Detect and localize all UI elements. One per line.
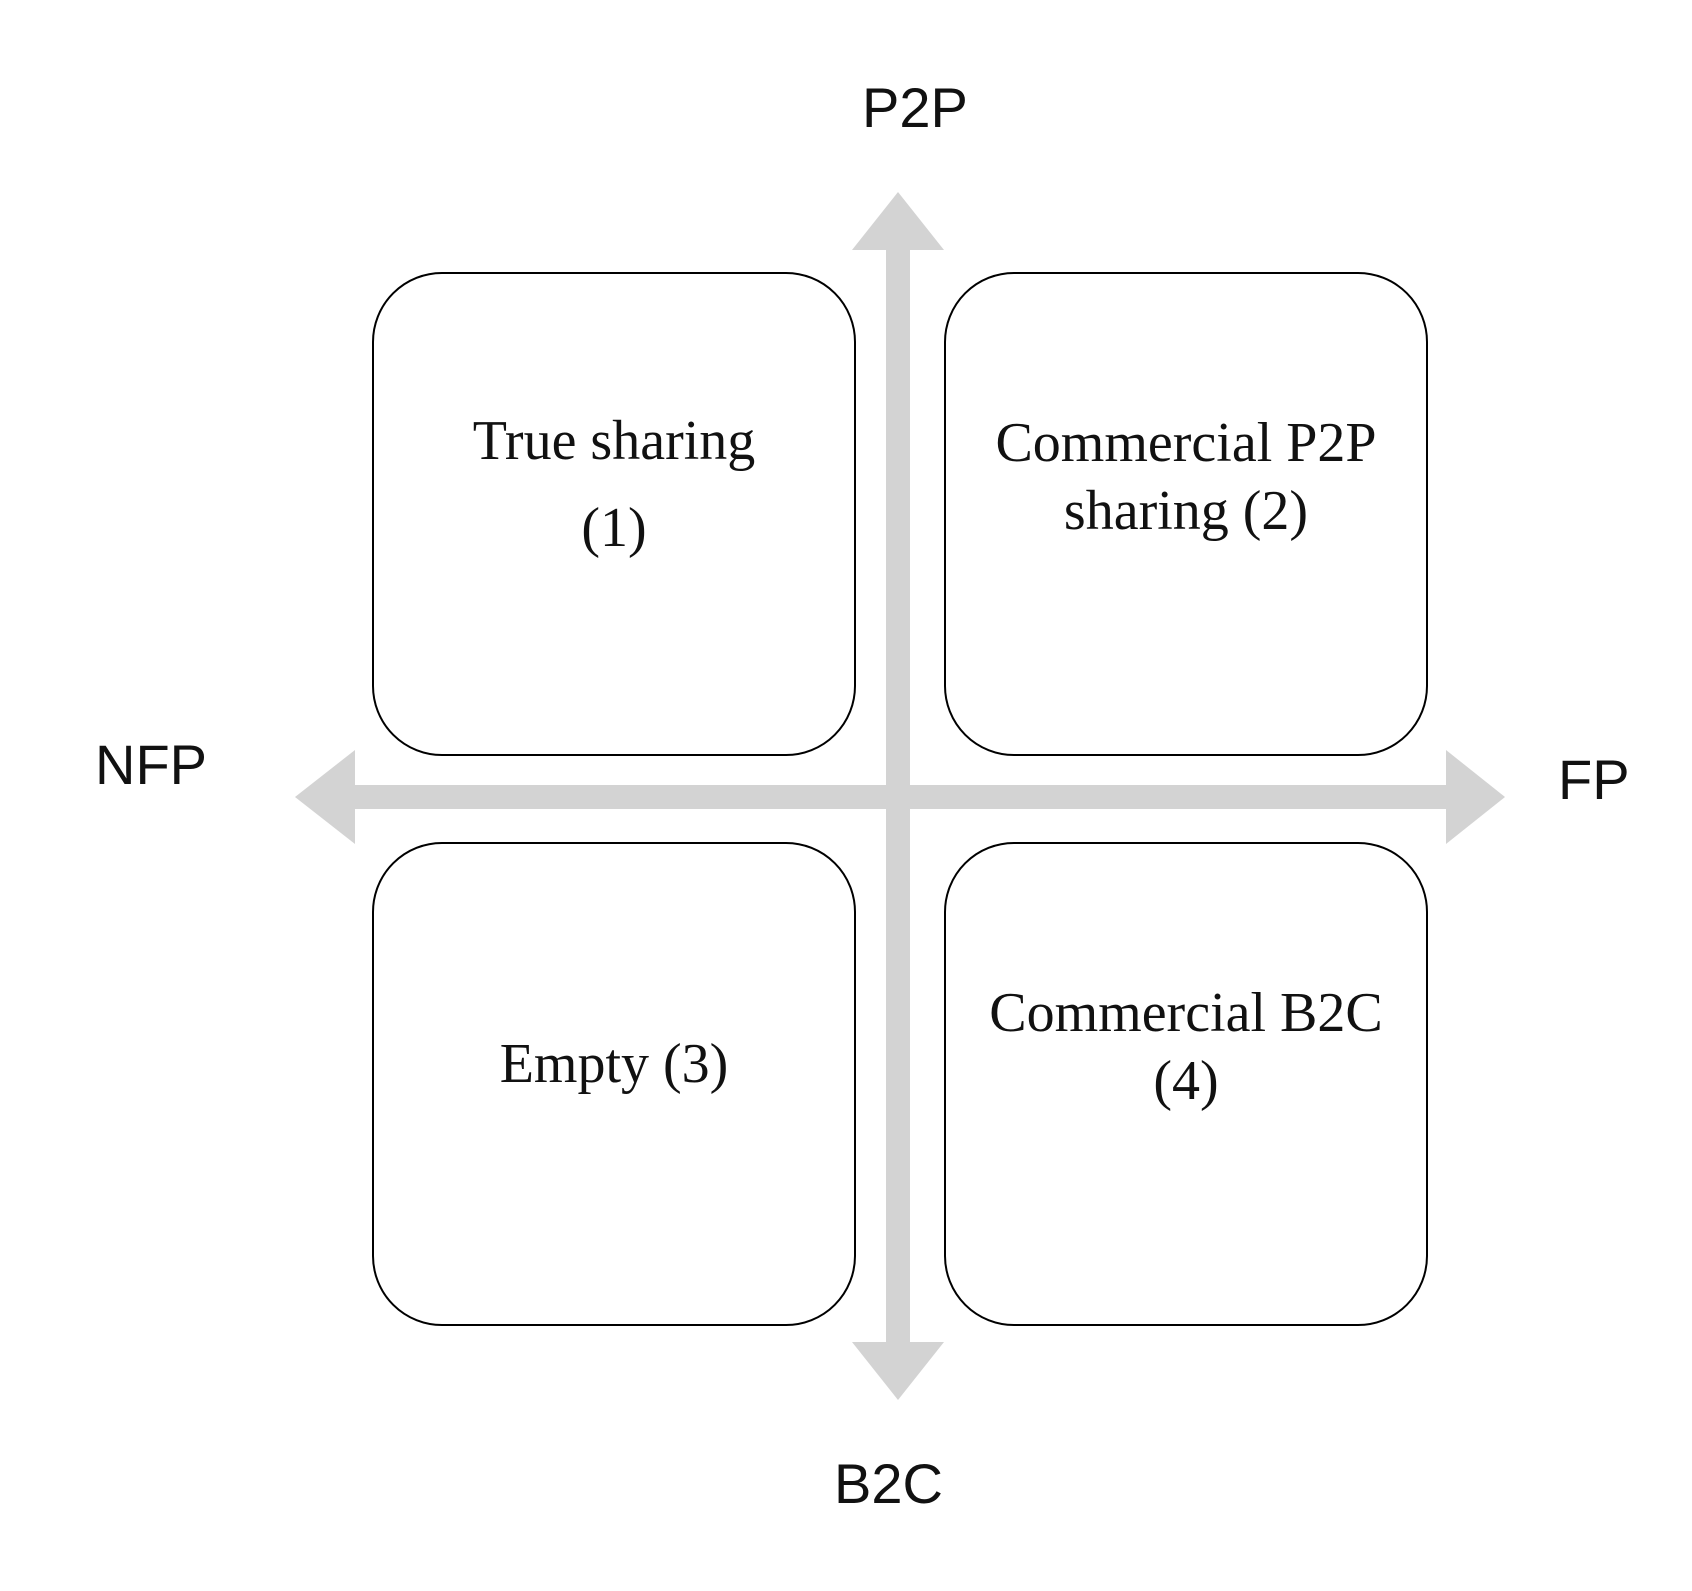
quadrant-empty: Empty (3) [372, 842, 856, 1326]
axis-label-right: FP [1558, 748, 1630, 811]
quadrant-true-sharing: True sharing (1) [372, 272, 856, 756]
quadrant-commercial-p2p-sharing: Commercial P2P sharing (2) [944, 272, 1428, 756]
quadrant-label: Commercial B2C (4) [989, 981, 1383, 1112]
axis-label-left: NFP [95, 733, 207, 796]
axis-label-top: P2P [862, 76, 968, 139]
arrow-left-head [295, 750, 355, 844]
arrow-right-head [1446, 750, 1505, 844]
horizontal-axis-shaft [350, 785, 1450, 809]
quadrant-label: Empty (3) [499, 1033, 729, 1096]
arrow-down-head [852, 1342, 944, 1400]
quadrant-label: Commercial P2P sharing (2) [995, 411, 1377, 542]
axis-label-bottom: B2C [834, 1452, 943, 1515]
arrow-up-head [852, 192, 944, 250]
quadrant-label: True sharing (1) [472, 410, 756, 559]
quadrant-commercial-b2c: Commercial B2C (4) [944, 842, 1428, 1326]
